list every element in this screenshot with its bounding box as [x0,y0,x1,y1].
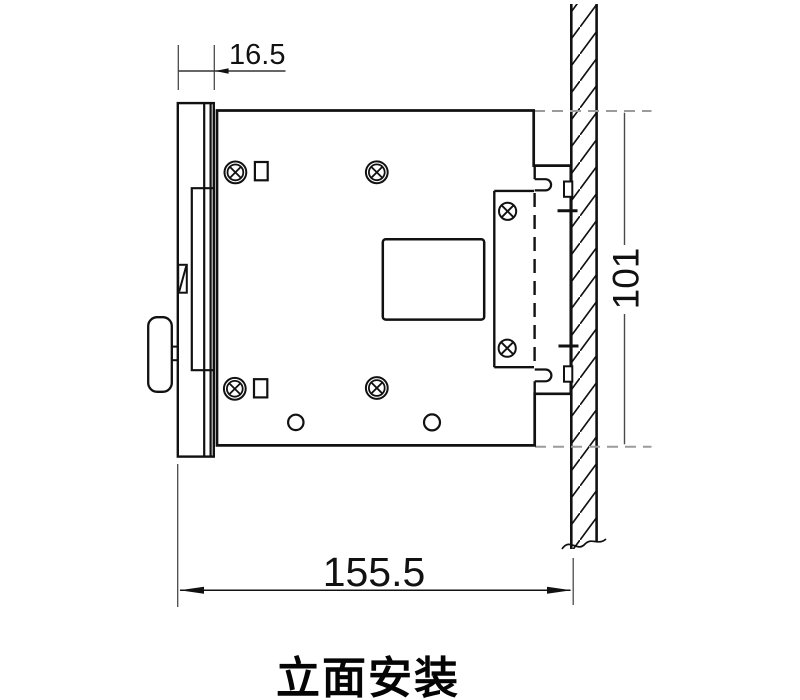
bezel-latch [177,263,188,294]
arrowhead-icon [547,586,572,594]
device-body [215,109,579,447]
dimension-label-total-depth: 155.5 [323,549,426,595]
dimension-label-bezel-depth: 16.5 [229,39,285,71]
case-screw-symbol-top-middle [364,160,389,185]
dimension-cutout-height: 101 [606,112,647,445]
wall-break-line [561,538,607,550]
bracket-screw-symbol-bottom [497,338,517,358]
mounting-bracket [493,189,534,369]
top-square-opening [253,160,269,182]
case-screw-symbol-bottom-left [222,376,247,401]
top-panel-clip [563,180,574,198]
knob-cap [147,316,173,393]
side-knob [147,316,180,393]
mounting-panel [561,4,607,550]
bracket-screw-symbol-top [498,201,518,221]
left-round-hole [286,413,305,432]
wall-hatch [571,4,597,549]
bottom-clip-slot [534,368,553,383]
dimension-total-depth: 155.5 [177,464,574,607]
drawing-title: 立面安装 [276,654,460,700]
dimension-label-cutout-height: 101 [606,248,647,310]
arrowhead-icon [215,68,229,74]
bezel-step-recess [190,187,214,372]
arrowhead-icon [179,586,204,594]
case-screw-symbol-top-left [223,160,248,185]
bottom-square-opening [252,378,269,399]
top-clip-slot [534,178,553,192]
bottom-panel-clip [563,365,574,383]
front-bezel [176,101,216,458]
dimension-bezel-depth: 16.5 [177,39,286,90]
central-rect-opening [381,237,486,321]
case-screw-symbol-bottom-middle [364,376,389,400]
right-round-hole [422,413,442,432]
